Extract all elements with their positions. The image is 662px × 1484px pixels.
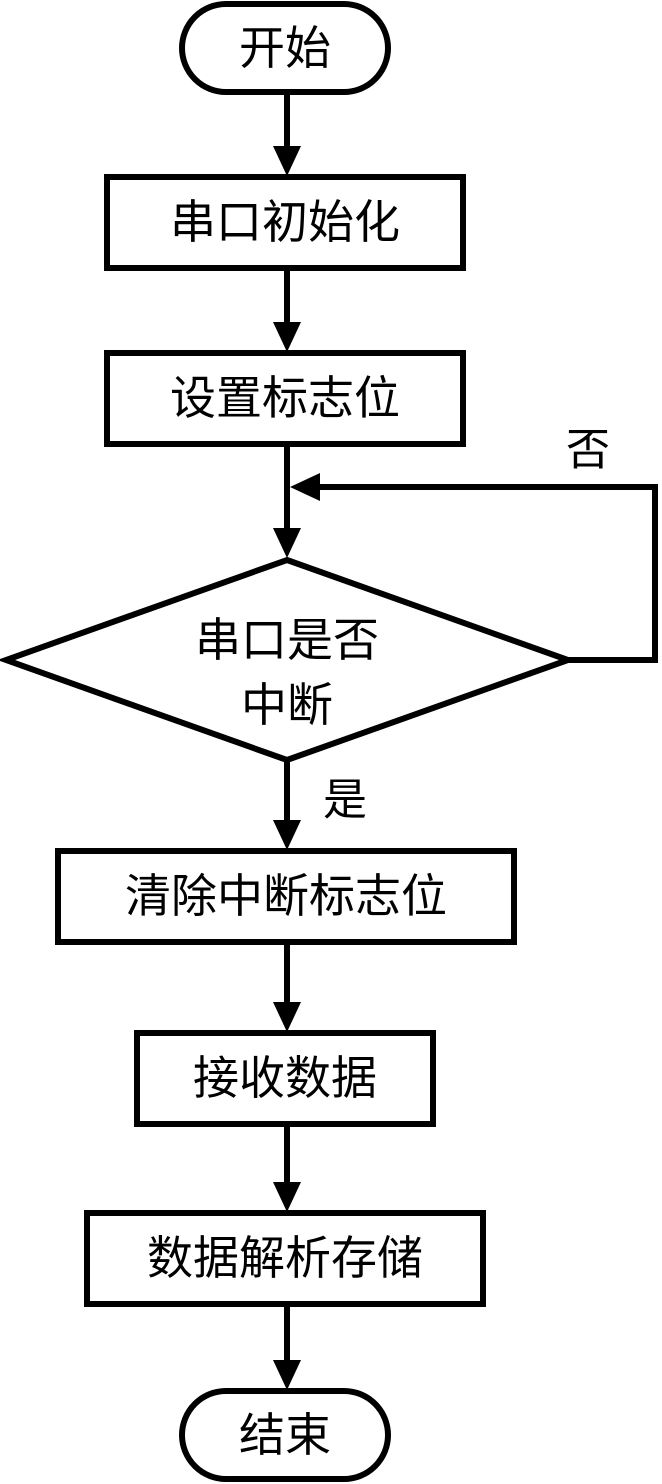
arrow-clear-to-receive (273, 942, 301, 1032)
receive-label: 接收数据 (193, 1051, 377, 1105)
arrow-parse-to-end (273, 1304, 301, 1390)
arrow-decision-to-clear: 是 (273, 760, 367, 850)
serial-init-node: 串口初始化 (104, 174, 466, 271)
yes-branch-label: 是 (323, 775, 367, 826)
end-node: 结束 (179, 1388, 391, 1482)
decision-node: 串口是否 中断 (0, 556, 577, 764)
set-flag-node: 设置标志位 (104, 350, 466, 447)
parse-store-node: 数据解析存储 (84, 1210, 486, 1307)
start-node: 开始 (179, 1, 391, 95)
parse-store-box (84, 1210, 486, 1307)
decision-label-line2: 中断 (241, 678, 333, 732)
end-label: 结束 (239, 1408, 331, 1462)
no-loop-connector: 否 (290, 425, 658, 663)
set-flag-label: 设置标志位 (170, 371, 400, 425)
decision-label-line1: 串口是否 (195, 613, 379, 667)
start-label: 开始 (239, 21, 331, 75)
arrow-start-to-init (273, 92, 301, 176)
receive-box (134, 1030, 436, 1127)
clear-flag-label: 清除中断标志位 (125, 869, 447, 923)
serial-init-box (104, 174, 466, 271)
serial-init-label: 串口初始化 (170, 195, 400, 249)
arrow-receive-to-parse (273, 1124, 301, 1212)
receive-node: 接收数据 (134, 1030, 436, 1127)
arrow-init-to-setflag (273, 268, 301, 352)
clear-flag-node: 清除中断标志位 (55, 848, 517, 945)
end-terminal-shape (179, 1388, 391, 1482)
arrow-setflag-to-decision (273, 444, 301, 558)
clear-flag-box (55, 848, 517, 945)
no-branch-label: 否 (566, 425, 610, 476)
parse-store-label: 数据解析存储 (147, 1231, 423, 1285)
